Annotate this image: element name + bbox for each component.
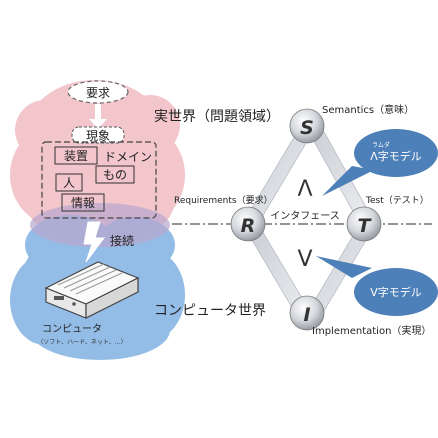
phenomenon-label: 現象 [86, 129, 110, 143]
domain-label: ドメイン [104, 150, 152, 164]
diamond-edges [245, 120, 373, 322]
lambda-model-callout: ラムダ Λ字モデル [322, 129, 438, 196]
v-model-callout: V字モデル [316, 256, 438, 316]
connection-label: 接続 [110, 233, 134, 248]
node-r: R [230, 206, 266, 242]
domain-box [41, 141, 157, 219]
person-box [55, 173, 83, 192]
node-s: S [289, 108, 325, 144]
computer-world-label: コンピュータ世界 [154, 303, 266, 319]
semantics-label: Semantics（意味） [322, 103, 414, 116]
computer-sublabel: （ソフト、ハード、ネット、…） [37, 339, 127, 346]
info-box [61, 193, 105, 212]
lightning-icon [83, 221, 105, 263]
info-label: 情報 [71, 196, 95, 210]
v-model-label: V字モデル [370, 285, 422, 299]
computer-label: コンピュータ [42, 323, 102, 335]
svg-text:I: I [303, 304, 310, 326]
thing-box [95, 165, 135, 184]
thing-label: もの [103, 168, 127, 182]
node-t: T [346, 206, 382, 242]
interface-label: インタフェース [270, 210, 340, 222]
overlap-region [30, 203, 170, 247]
device-label: 装置 [64, 149, 88, 163]
real-world-label: 実世界（問題領域） [154, 108, 280, 125]
svg-text:R: R [241, 215, 256, 237]
lambda-ruby: ラムダ [372, 141, 390, 149]
v-symbol: V [297, 247, 312, 272]
phenomenon-box [71, 126, 125, 144]
requirements-label: Requirements（要求） [174, 194, 273, 206]
svg-text:S: S [300, 117, 314, 139]
computer-icon [44, 261, 140, 319]
person-label: 人 [63, 176, 75, 190]
requirement-ellipse [67, 80, 129, 104]
test-label: Test（テスト） [365, 195, 429, 206]
lambda-symbol: Λ [297, 177, 312, 202]
requirement-arrow [89, 104, 107, 129]
requirement-label: 要求 [86, 86, 110, 100]
lambda-model-label: Λ字モデル [370, 149, 422, 163]
svg-text:T: T [358, 215, 373, 237]
device-box [54, 146, 98, 165]
implementation-label: Implementation（実現） [312, 324, 431, 337]
node-i: I [289, 295, 325, 331]
